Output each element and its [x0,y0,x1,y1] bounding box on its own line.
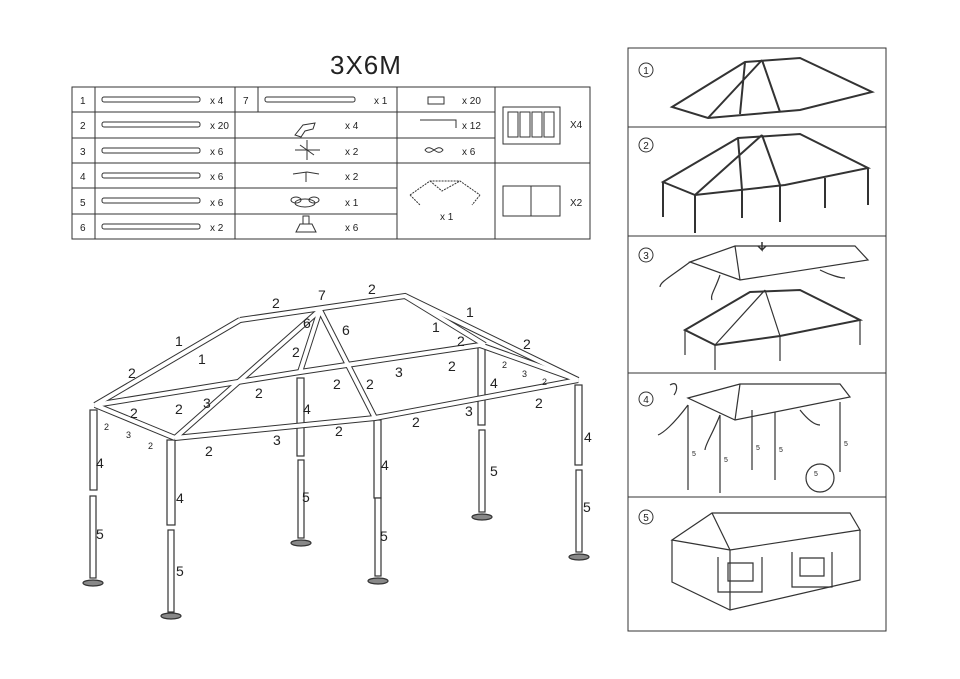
step-number: 2 [643,141,649,152]
label-2: 2 [448,358,456,374]
label-5: 5 [724,457,728,464]
label-5: 5 [779,447,783,454]
label-2: 2 [205,443,213,459]
label-4: 4 [176,490,184,506]
label-3: 3 [522,369,527,379]
step-2-frame-legs [660,132,872,233]
label-2: 2 [412,414,420,430]
label-3: 3 [395,364,403,380]
part-quantity: X2 [570,198,583,209]
label-1: 1 [175,333,183,349]
part-quantity: x 6 [210,172,224,183]
label-2: 2 [175,401,183,417]
part-quantity: x 6 [462,147,476,158]
label-2: 2 [535,395,543,411]
label-2: 2 [130,405,138,421]
label-2: 2 [523,336,531,352]
step-1-roof-frame [669,56,875,120]
part-quantity: x 4 [210,96,224,107]
part-quantity: x 6 [345,223,359,234]
label-3: 3 [465,403,473,419]
label-2: 2 [457,333,465,349]
foot-plates [82,513,590,620]
label-5: 5 [302,489,310,505]
step-3-cover [659,242,870,370]
frame-part-labels: 2 7 2 6 6 1 1 1 1 2 2 2 2 2 2 2 3 2 3 2 … [96,281,592,579]
label-1: 1 [432,319,440,335]
part-quantity: x 4 [345,121,359,132]
label-2: 2 [335,423,343,439]
label-2: 2 [368,281,376,297]
label-2: 2 [292,344,300,360]
leg-poles [89,344,583,613]
label-4: 4 [303,401,311,417]
part-quantity: x 2 [345,172,359,183]
part-quantity: x 6 [210,147,224,158]
label-5: 5 [176,563,184,579]
label-5: 5 [583,499,591,515]
label-4: 4 [381,457,389,473]
label-2: 2 [502,360,507,370]
label-2: 2 [333,376,341,392]
part-number: 6 [80,223,86,234]
label-5: 5 [814,471,818,478]
pole-icons [101,96,561,233]
page-title: 3X6M [330,50,402,80]
part-number: 2 [80,121,86,132]
part-quantity: X4 [570,120,583,131]
label-2: 2 [272,295,280,311]
label-1: 1 [198,351,206,367]
part-quantity: x 1 [440,212,454,223]
part-quantity: x 6 [210,198,224,209]
part-number: 7 [243,96,249,107]
step-5-finished-tent [670,512,861,611]
label-3: 3 [273,432,281,448]
part-number: 5 [80,198,86,209]
part-quantity: x 1 [374,96,388,107]
label-2: 2 [148,441,153,451]
step-number: 5 [643,513,649,524]
label-4: 4 [584,429,592,445]
part-quantity: x 20 [210,121,229,132]
label-6: 6 [342,322,350,338]
label-5: 5 [756,445,760,452]
part-number: 3 [80,147,86,158]
label-1: 1 [466,304,474,320]
label-4: 4 [96,455,104,471]
step-number: 1 [643,66,649,77]
label-2: 2 [366,376,374,392]
label-5: 5 [96,526,104,542]
part-quantity: x 2 [210,223,224,234]
label-7: 7 [318,287,326,303]
part-number: 1 [80,96,86,107]
label-2: 2 [104,422,109,432]
label-3: 3 [126,430,131,440]
label-6: 6 [303,315,311,331]
gazebo-frame [82,292,590,620]
label-5: 5 [692,451,696,458]
step-number: 3 [643,251,649,262]
label-4: 4 [490,375,498,391]
part-quantity: x 12 [462,121,481,132]
step-4-legs [657,383,852,493]
label-2: 2 [542,377,547,387]
label-5: 5 [844,441,848,448]
part-quantity: x 2 [345,147,359,158]
part-number: 4 [80,172,86,183]
label-3: 3 [203,395,211,411]
step-panels [627,47,887,632]
label-2: 2 [128,365,136,381]
label-2: 2 [255,385,263,401]
parts-table [71,86,591,240]
label-5: 5 [380,528,388,544]
part-quantity: x 20 [462,96,481,107]
part-quantity: x 1 [345,198,359,209]
label-5: 5 [490,463,498,479]
step-number: 4 [643,395,649,406]
